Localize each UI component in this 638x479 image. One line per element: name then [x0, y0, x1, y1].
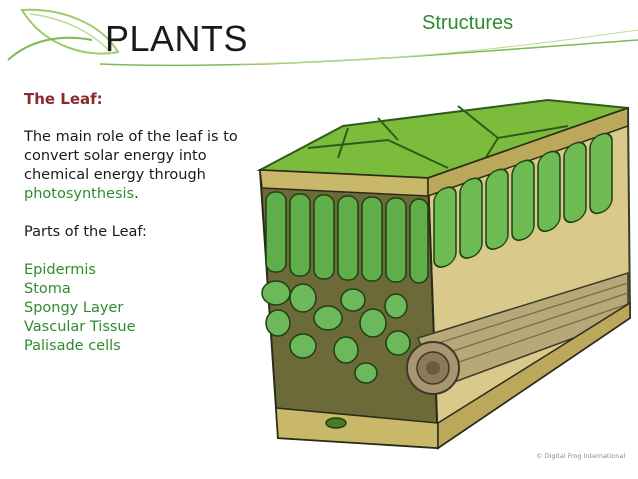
parts-list: Epidermis Stoma Spongy Layer Vascular Ti… [24, 261, 264, 356]
text-panel: The Leaf: The main role of the leaf is t… [24, 90, 264, 356]
intro-end: . [134, 186, 139, 202]
slide-header: PLANTS Structures [0, 0, 638, 80]
slide-title: PLANTS [105, 18, 249, 59]
parts-heading: Parts of the Leaf: [24, 224, 147, 240]
part-item-palisade-cells: Palisade cells [24, 338, 121, 354]
stoma [325, 417, 347, 429]
intro-paragraph: The main role of the leaf is to convert … [24, 128, 264, 204]
leaf-cross-section-illustration [256, 98, 632, 450]
image-credit: © Digital Frog International [536, 452, 626, 460]
photosynthesis-term: photosynthesis [24, 186, 135, 202]
spongy-layer-cells [261, 280, 411, 384]
header-swoosh-graphic [7, 8, 638, 67]
part-item-stoma: Stoma [24, 281, 71, 297]
part-item-vascular-tissue: Vascular Tissue [24, 319, 136, 335]
part-item-spongy-layer: Spongy Layer [24, 300, 124, 316]
section-label: Structures [422, 12, 514, 34]
leaf-logo-icon [20, 8, 120, 55]
palisade-cells [265, 191, 429, 284]
content-heading: The Leaf: [24, 90, 103, 108]
part-item-epidermis: Epidermis [24, 262, 96, 278]
intro-text: The main role of the leaf is to convert … [24, 129, 238, 183]
